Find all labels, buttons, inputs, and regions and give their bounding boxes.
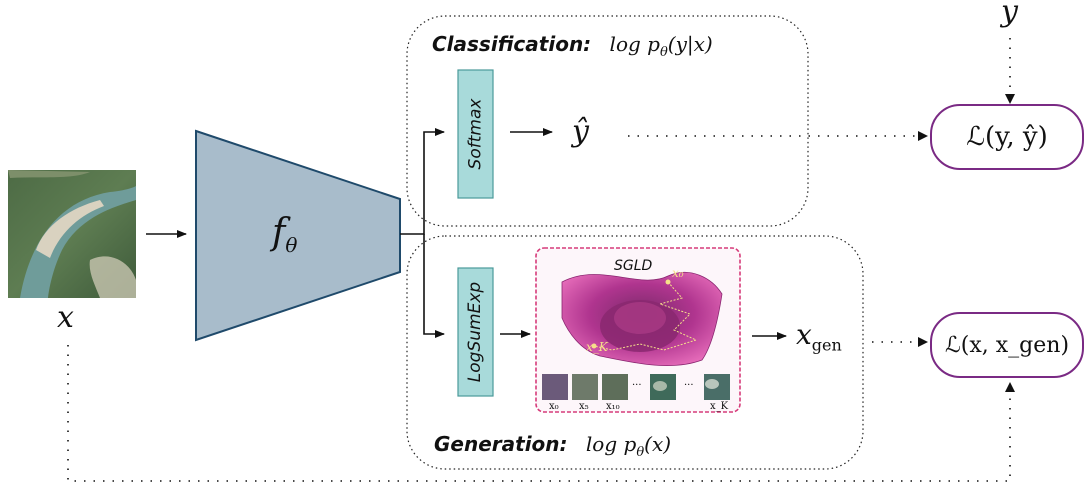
generation-title: Generation: log pθ(x) [434, 432, 672, 460]
dotted-input-to-loss [67, 345, 1011, 482]
logsumexp-label: LogSumExp [465, 281, 486, 383]
logsumexp-block [457, 267, 494, 397]
encoder-trapezoid [195, 129, 401, 342]
xgen-label: xgen [796, 318, 842, 355]
sgld-x0-label: x₀ [672, 266, 684, 280]
arrow-to-softmax [400, 128, 445, 235]
thumb-label-x0: x₀ [549, 401, 559, 412]
softmax-label: Softmax [465, 98, 486, 170]
target-label: y [1001, 0, 1018, 29]
thumb-ellipsis-1: ··· [632, 380, 642, 391]
classification-title: Classification: log pθ(y|x) [432, 32, 713, 60]
softmax-block [457, 69, 494, 199]
sgld-title: SGLD [614, 258, 653, 274]
encoder-label: fθ [272, 212, 298, 258]
input-label: x [57, 300, 74, 335]
yhat-label: ŷ [572, 114, 589, 149]
generation-box [406, 235, 864, 470]
arrow-to-logsumexp [423, 234, 445, 338]
sgld-xk-label: x_K [586, 340, 608, 354]
classification-loss: ℒ(y, ŷ) [930, 104, 1084, 170]
input-image [8, 170, 136, 298]
sgld-panel [535, 247, 741, 413]
thumb-label-xk: x_K [710, 401, 729, 412]
thumb-label-x5: x₅ [579, 401, 589, 412]
thumb-ellipsis-2: ··· [684, 380, 694, 391]
thumb-label-x10: x₁₀ [606, 401, 620, 412]
classification-box [406, 15, 809, 227]
generation-loss: ℒ(x, x_gen) [930, 312, 1084, 378]
